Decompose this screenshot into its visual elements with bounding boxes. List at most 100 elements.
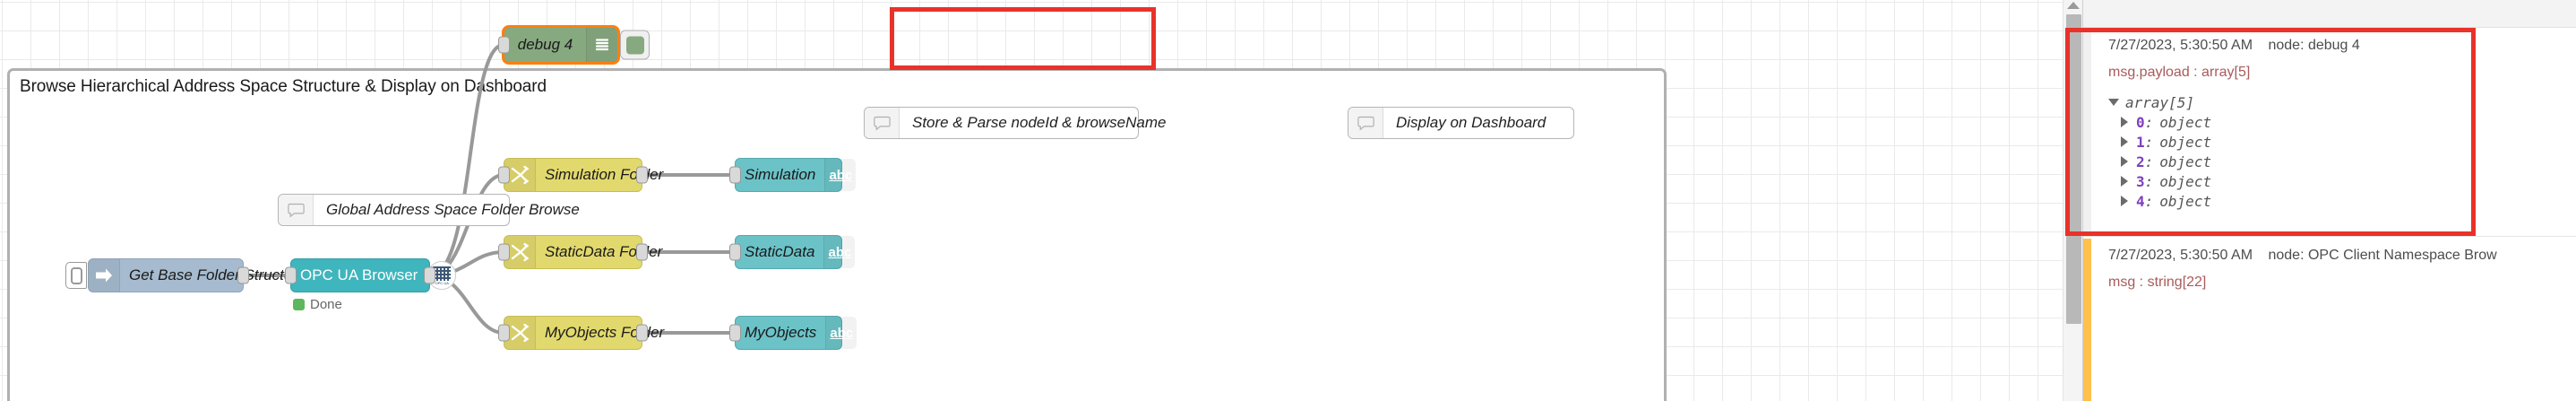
chevron-down-icon[interactable] (2108, 99, 2119, 106)
debug-property-label: msg : string[22] (2108, 275, 2207, 290)
debug-tree-item[interactable]: 0 : object (2108, 112, 2576, 132)
node-label: StaticData Folder (545, 243, 663, 260)
inject-button-inner (70, 266, 82, 284)
debug-message[interactable]: 7/27/2023, 5:30:50 AM node: debug 4 msg.… (2083, 29, 2576, 237)
inject-trigger-button[interactable] (65, 262, 87, 289)
chevron-right-icon[interactable] (2121, 117, 2128, 127)
debug-tree-item[interactable]: 4 : object (2108, 191, 2576, 211)
node-input-port[interactable] (498, 243, 510, 261)
debug-timestamp: 7/27/2023, 5:30:50 AM (2108, 38, 2253, 53)
debug-source-node: node: OPC Client Namespace Brow (2268, 248, 2497, 263)
debug-value-tree[interactable]: array[5] 0 : object 1 : object 2 (2108, 92, 2576, 211)
debug-tree-item[interactable]: 2 : object (2108, 152, 2576, 171)
debug-tree-item[interactable]: 3 : object (2108, 171, 2576, 191)
node-label: debug 4 (517, 36, 573, 53)
node-dashboard-simulation[interactable]: Simulation abc (729, 158, 857, 192)
debug-tree-item-separator: : (2144, 153, 2154, 170)
node-output-port[interactable] (237, 266, 249, 284)
comment-icon (1348, 108, 1383, 138)
debug-message-accent (2083, 239, 2091, 401)
debug-tree-item-type: object (2159, 192, 2212, 210)
comment-icon (279, 195, 314, 225)
debug-tree-item-index: 2 (2136, 153, 2145, 170)
inject-arrow-icon (89, 259, 120, 292)
abc-icon: abc (824, 159, 857, 191)
node-label: Simulation (745, 166, 816, 183)
node-input-port[interactable] (285, 266, 297, 284)
node-label: MyObjects Folder (545, 324, 665, 341)
comment-display-on-dashboard[interactable]: Display on Dashboard (1348, 107, 1574, 139)
debug-message-accent (2083, 29, 2091, 236)
debug-message[interactable]: 7/27/2023, 5:30:50 AM node: OPC Client N… (2083, 239, 2576, 401)
node-input-port[interactable] (498, 166, 510, 184)
debug-tree-item-type: object (2159, 153, 2212, 170)
debug-tree-item-type: object (2159, 172, 2212, 190)
debug-source-node: node: debug 4 (2268, 38, 2360, 53)
debug-message-header: 7/27/2023, 5:30:50 AM node: OPC Client N… (2108, 248, 2576, 264)
chevron-right-icon[interactable] (2121, 156, 2128, 167)
node-input-port[interactable] (498, 36, 510, 54)
debug-sidebar[interactable]: 7/27/2023, 5:30:50 AM node: debug 4 msg.… (2082, 0, 2576, 401)
node-get-base-folder-structure[interactable]: Get Base Folder Structure ¹ (65, 258, 315, 292)
node-input-port[interactable] (729, 324, 741, 342)
status-dot-icon (293, 299, 305, 310)
comment-label: Store & Parse nodeId & browseName (912, 114, 1167, 131)
node-opc-ua-browser[interactable]: OPC UA Browser OPC UA (285, 258, 457, 292)
debug-toggle-indicator (625, 36, 644, 54)
flow-canvas[interactable]: Browse Hierarchical Address Space Struct… (0, 0, 2063, 401)
comment-label: Display on Dashboard (1396, 114, 1546, 131)
node-simulation-folder[interactable]: Simulation Folder (498, 158, 663, 192)
debug-tree-item-separator: : (2144, 192, 2154, 210)
chevron-right-icon[interactable] (2121, 176, 2128, 187)
node-staticdata-folder[interactable]: StaticData Folder (498, 235, 662, 269)
canvas-vertical-scrollbar[interactable] (2063, 0, 2083, 401)
node-input-port[interactable] (729, 166, 741, 184)
debug-property-label: msg.payload : array[5] (2108, 65, 2251, 80)
abc-icon: abc (823, 236, 856, 268)
flow-group-title: Browse Hierarchical Address Space Struct… (20, 77, 547, 96)
comment-label: Global Address Space Folder Browse (326, 201, 580, 218)
node-label: Get Base Folder Structure ¹ (129, 266, 315, 283)
comment-store-parse-nodeid-browsename[interactable]: Store & Parse nodeId & browseName (864, 107, 1166, 139)
debug-tree-item-index: 4 (2136, 192, 2145, 210)
node-myobjects-folder[interactable]: MyObjects Folder (498, 316, 664, 350)
debug-tree-item-separator: : (2144, 172, 2154, 190)
node-label: Simulation Folder (545, 166, 664, 183)
node-output-port[interactable] (424, 266, 435, 284)
debug-toggle-button[interactable] (620, 30, 650, 60)
debug-sidebar-header (2083, 0, 2576, 28)
debug-tree-item-index: 1 (2136, 133, 2145, 151)
chevron-right-icon[interactable] (2121, 136, 2128, 147)
chevron-right-icon[interactable] (2121, 196, 2128, 206)
node-label: StaticData (745, 243, 815, 260)
node-output-port[interactable] (636, 324, 648, 342)
debug-tree-root-label: array[5] (2125, 93, 2195, 111)
node-output-port[interactable] (636, 243, 648, 261)
node-dashboard-myobjects[interactable]: MyObjects abc (729, 316, 857, 350)
debug-timestamp: 7/27/2023, 5:30:50 AM (2108, 248, 2253, 263)
debug-tree-item-separator: : (2144, 133, 2154, 151)
scrollbar-thumb[interactable] (2066, 14, 2081, 324)
status-label: Done (310, 297, 342, 312)
comment-global-address-space-folder-browse[interactable]: Global Address Space Folder Browse (278, 194, 580, 226)
debug-tree-item-separator: : (2144, 113, 2154, 131)
switch-icon (504, 236, 536, 268)
node-status-opc-ua-browser: Done (293, 297, 342, 312)
node-label: MyObjects (745, 324, 817, 341)
node-debug-4[interactable]: debug 4 (498, 25, 650, 65)
node-input-port[interactable] (729, 243, 741, 261)
debug-lines-icon (586, 28, 617, 62)
node-output-port[interactable] (636, 166, 648, 184)
node-label: OPC UA Browser (300, 266, 418, 283)
comment-icon (865, 108, 900, 138)
debug-tree-item[interactable]: 1 : object (2108, 132, 2576, 152)
node-dashboard-staticdata[interactable]: StaticData abc (729, 235, 856, 269)
debug-tree-root[interactable]: array[5] (2108, 92, 2576, 112)
abc-icon: abc (825, 317, 857, 349)
debug-tree-item-index: 0 (2136, 113, 2145, 131)
node-input-port[interactable] (498, 324, 510, 342)
debug-tree-item-type: object (2159, 133, 2212, 151)
debug-message-header: 7/27/2023, 5:30:50 AM node: debug 4 (2108, 38, 2576, 54)
debug-tree-item-type: object (2159, 113, 2212, 131)
scroll-up-arrow-icon[interactable] (2067, 2, 2080, 9)
